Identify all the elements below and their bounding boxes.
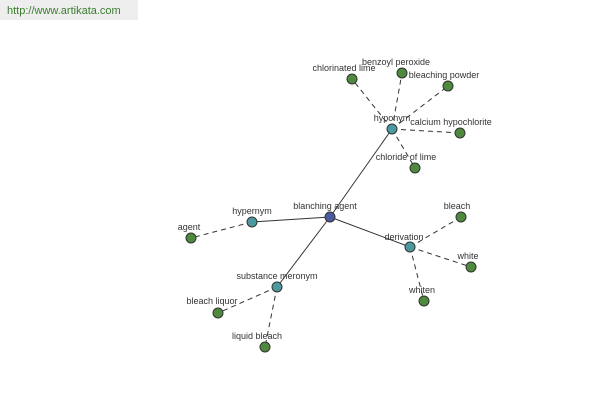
edge-hypernym-to-agent [190, 221, 253, 239]
node-bleaching-powder[interactable] [442, 80, 454, 92]
node-hyponym[interactable] [386, 123, 398, 135]
node-liquid-bleach[interactable] [259, 341, 271, 353]
edge-hyponym-to-benzoyl-peroxide [391, 72, 403, 130]
node-substance-meronym[interactable] [271, 281, 283, 293]
node-chloride-of-lime[interactable] [409, 162, 421, 174]
node-label-agent[interactable]: agent [178, 222, 201, 232]
node-label-benzoyl-peroxide[interactable]: benzoyl peroxide [362, 57, 430, 67]
edge-hyponym-to-calcium-hypochlorite [391, 128, 461, 134]
node-label-whiten[interactable]: whiten [408, 285, 435, 295]
node-label-derivation[interactable]: derivation [384, 232, 423, 242]
node-label-liquid-bleach[interactable]: liquid bleach [232, 331, 282, 341]
edge-derivation-to-whiten [409, 246, 425, 302]
node-label-white[interactable]: white [456, 251, 478, 261]
edge-center-to-hyponym [329, 128, 393, 218]
edge-center-to-substance-meronym [276, 216, 331, 288]
nodes-layer [185, 67, 477, 353]
node-derivation[interactable] [404, 241, 416, 253]
node-chlorinated-lime[interactable] [346, 73, 358, 85]
node-label-hypernym[interactable]: hypernym [232, 206, 272, 216]
labels-layer: blanching agent hyponym hypernym derivation… [178, 57, 492, 341]
source-url[interactable]: http://www.artikata.com [0, 0, 138, 20]
edge-derivation-to-bleach [409, 216, 462, 248]
node-whiten[interactable] [418, 295, 430, 307]
node-label-bleaching-powder[interactable]: bleaching powder [409, 70, 480, 80]
node-label-substance-meronym[interactable]: substance meronym [236, 271, 317, 281]
edge-center-to-derivation [329, 216, 411, 248]
node-label-bleach-liquor[interactable]: bleach liquor [186, 296, 237, 306]
node-white[interactable] [465, 261, 477, 273]
node-label-chlorinated-lime[interactable]: chlorinated lime [312, 63, 375, 73]
node-label-center[interactable]: blanching agent [293, 201, 357, 211]
edge-substance-meronym-to-bleach-liquor [217, 286, 278, 314]
node-benzoyl-peroxide[interactable] [396, 67, 408, 79]
edge-center-to-hypernym [251, 216, 331, 223]
node-label-calcium-hypochlorite[interactable]: calcium hypochlorite [410, 117, 492, 127]
edge-hyponym-to-chloride-of-lime [391, 128, 416, 169]
edge-derivation-to-white [409, 246, 472, 268]
node-bleach-liquor[interactable] [212, 307, 224, 319]
edges-layer [190, 72, 472, 348]
edge-hyponym-to-bleaching-powder [391, 85, 449, 130]
node-center[interactable] [324, 211, 336, 223]
node-hypernym[interactable] [246, 216, 258, 228]
node-label-bleach[interactable]: bleach [444, 201, 471, 211]
edge-substance-meronym-to-liquid-bleach [264, 286, 278, 348]
node-label-hyponym[interactable]: hyponym [374, 113, 411, 123]
node-agent[interactable] [185, 232, 197, 244]
node-bleach[interactable] [455, 211, 467, 223]
node-calcium-hypochlorite[interactable] [454, 127, 466, 139]
node-label-chloride-of-lime[interactable]: chloride of lime [376, 152, 437, 162]
edge-hyponym-to-chlorinated-lime [351, 78, 393, 130]
